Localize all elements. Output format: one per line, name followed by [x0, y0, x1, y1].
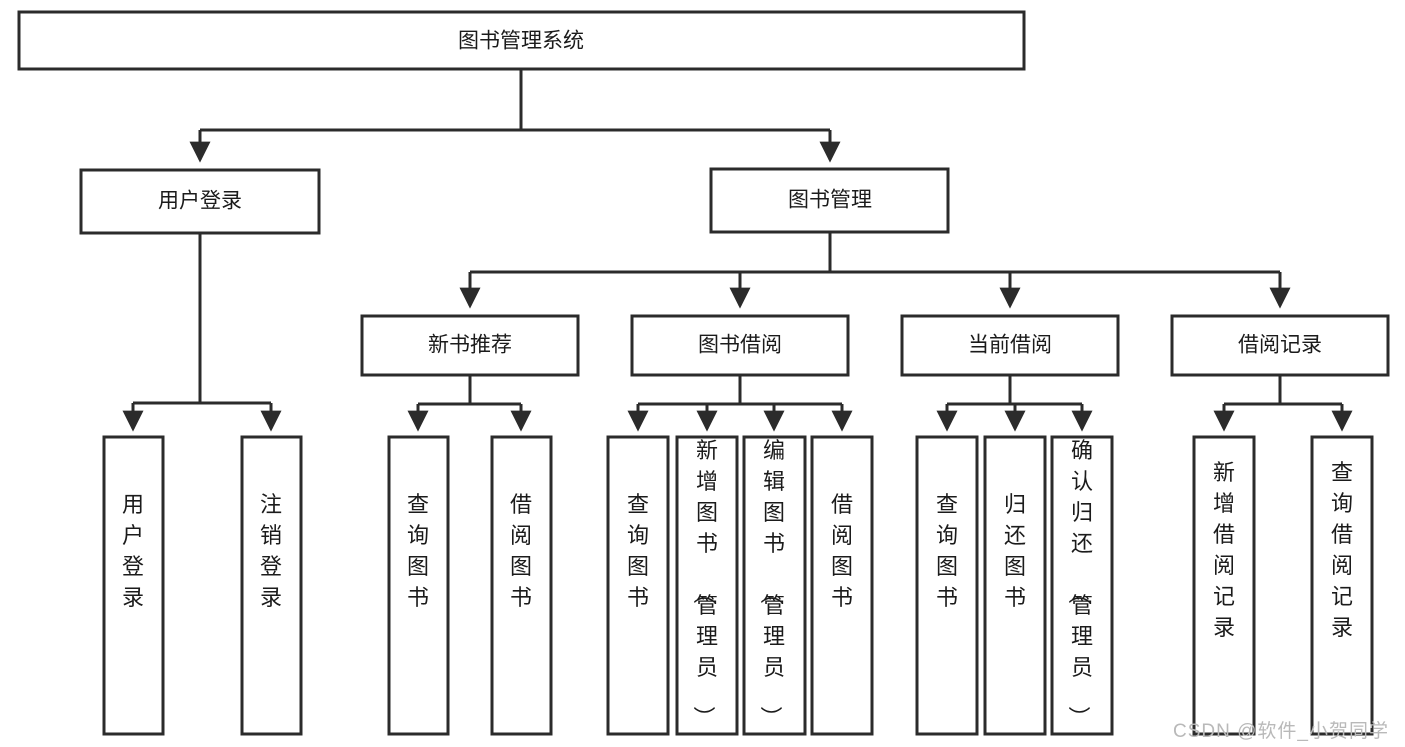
- leaf-current-borrow-0[interactable]: 查询图书: [915, 435, 979, 736]
- edges-bookmgmt-to-level3: [459, 232, 1291, 309]
- node-new-book-recommend-label: 新书推荐: [428, 334, 512, 357]
- leaf-current-borrow-1-label: 归还图书: [1004, 492, 1026, 610]
- leaf-book-borrow-2[interactable]: 编辑图书（管理员）: [742, 435, 807, 736]
- leaf-user-login-1-label: 注销登录: [260, 492, 282, 610]
- leaf-book-borrow-2-label: 编辑图书（管理员）: [758, 438, 785, 728]
- leaf-new-book-recommend-1[interactable]: 借阅图书: [490, 435, 553, 736]
- leaf-borrow-record-0[interactable]: 新增借阅记录: [1192, 435, 1256, 736]
- node-book-management-label: 图书管理: [788, 189, 872, 212]
- leaf-book-borrow-3[interactable]: 借阅图书: [810, 435, 874, 736]
- leaf-book-borrow-0-label: 查询图书: [627, 492, 649, 610]
- leaf-current-borrow-1[interactable]: 归还图书: [983, 435, 1047, 736]
- leaf-borrow-record-1-label: 查询借阅记录: [1331, 460, 1353, 640]
- leaf-current-borrow-2-label: 确认归还（管理员）: [1066, 438, 1093, 728]
- csdn-watermark: CSDN @软件_小贺同学: [1173, 721, 1389, 742]
- leaf-borrow-record-1[interactable]: 查询借阅记录: [1310, 435, 1374, 736]
- node-new-book-recommend[interactable]: 新书推荐: [360, 314, 580, 377]
- leaf-current-borrow-2[interactable]: 确认归还（管理员）: [1050, 435, 1114, 736]
- node-root-label: 图书管理系统: [458, 30, 584, 53]
- leaf-user-login-0-label: 用户登录: [122, 492, 144, 610]
- node-user-login-label: 用户登录: [158, 190, 242, 213]
- leaf-borrow-record-0-label: 新增借阅记录: [1213, 460, 1235, 640]
- node-book-borrow[interactable]: 图书借阅: [630, 314, 850, 377]
- node-borrow-record-label: 借阅记录: [1238, 334, 1322, 357]
- leaf-current-borrow-0-label: 查询图书: [936, 492, 958, 610]
- leaf-book-borrow-0[interactable]: 查询图书: [606, 435, 670, 736]
- leaf-book-borrow-1-label: 新增图书（管理员）: [691, 438, 718, 728]
- edges-newbook-to-leaves: [407, 375, 532, 432]
- leaf-new-book-recommend-1-label: 借阅图书: [510, 492, 532, 610]
- edges-userlogin-to-leaves: [122, 233, 282, 432]
- leaf-book-borrow-1[interactable]: 新增图书（管理员）: [675, 435, 739, 736]
- node-borrow-record[interactable]: 借阅记录: [1170, 314, 1390, 377]
- node-book-management[interactable]: 图书管理: [709, 167, 950, 234]
- leaf-book-borrow-3-label: 借阅图书: [831, 492, 853, 610]
- edges-borrowrecord-to-leaves: [1213, 375, 1353, 432]
- leaf-new-book-recommend-0-label: 查询图书: [407, 492, 429, 610]
- edges-bookborrow-to-leaves: [627, 375, 853, 432]
- leaf-user-login-1[interactable]: 注销登录: [240, 435, 303, 736]
- edges-root-to-level2: [189, 69, 841, 163]
- node-root[interactable]: 图书管理系统: [17, 10, 1026, 71]
- node-current-borrow[interactable]: 当前借阅: [900, 314, 1120, 377]
- leaf-user-login-0[interactable]: 用户登录: [102, 435, 165, 736]
- node-book-borrow-label: 图书借阅: [698, 334, 782, 357]
- edges-currentborrow-to-leaves: [936, 375, 1093, 432]
- leaf-new-book-recommend-0[interactable]: 查询图书: [387, 435, 450, 736]
- node-current-borrow-label: 当前借阅: [968, 334, 1052, 357]
- node-user-login[interactable]: 用户登录: [79, 168, 321, 235]
